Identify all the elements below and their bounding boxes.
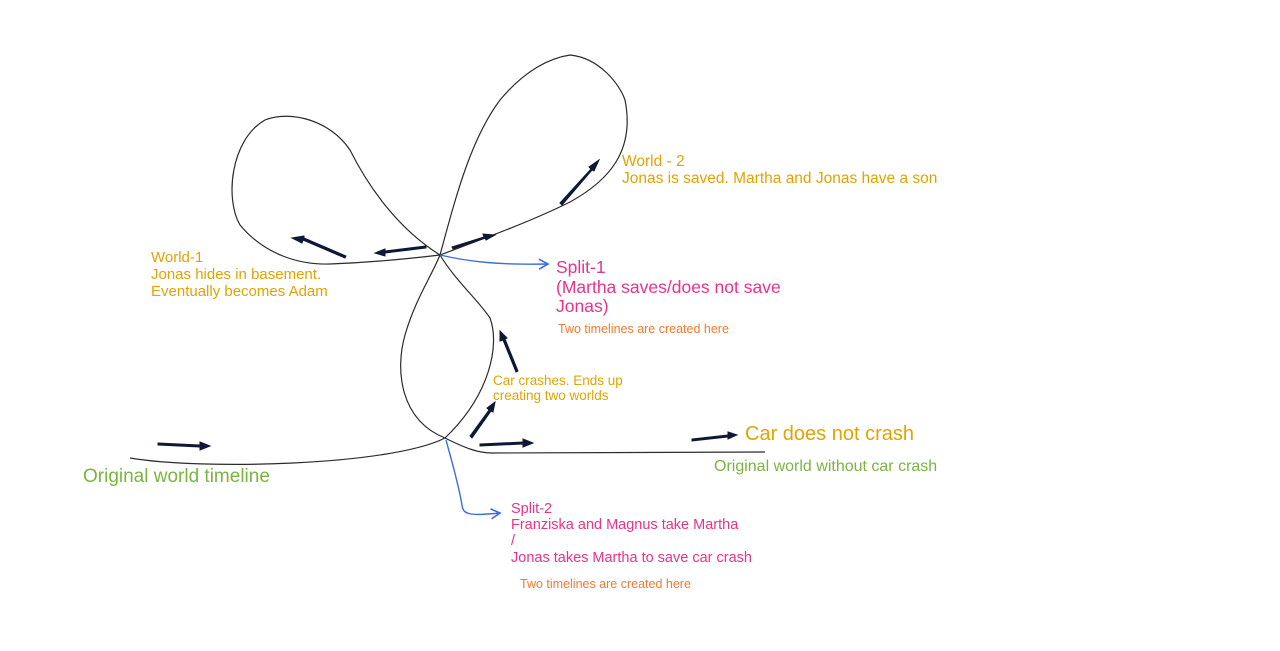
original-timeline-label: Original world timeline bbox=[83, 466, 270, 487]
original-timeline-curve bbox=[129, 437, 446, 465]
no-crash-title: Car does not crash bbox=[745, 423, 914, 445]
world1-line2: Eventually becomes Adam bbox=[151, 282, 328, 300]
world2-title: World - 2 bbox=[622, 153, 685, 170]
split2-line2: / bbox=[511, 533, 516, 550]
split2-line3: Jonas takes Martha to save car crash bbox=[511, 549, 752, 566]
arrow-crash-up-2 bbox=[499, 329, 519, 373]
car-crash-label: Car crashes. Ends up creating two worlds bbox=[493, 373, 623, 403]
world2-label: World - 2 Jonas is saved. Martha and Jon… bbox=[622, 153, 937, 188]
world1-line1: Jonas hides in basement. bbox=[151, 265, 322, 283]
no-crash-timeline bbox=[444, 437, 766, 454]
arrow-world2-right bbox=[451, 233, 497, 250]
split1-title: Split-1 bbox=[556, 257, 606, 277]
lower-loop-curve-right bbox=[439, 254, 495, 439]
split1-note: Two timelines are created here bbox=[558, 322, 729, 336]
split2-pointer bbox=[445, 439, 502, 520]
arrow-no-crash-1 bbox=[479, 438, 535, 448]
split2-line1: Franziska and Magnus take Martha bbox=[511, 517, 739, 534]
arrow-world1-left-1 bbox=[373, 245, 427, 257]
arrow-world1-left-2 bbox=[290, 235, 347, 259]
world1-loop-curve bbox=[231, 115, 441, 265]
lower-loop-curve bbox=[400, 254, 446, 439]
world2-loop-curve bbox=[439, 54, 628, 256]
split1-line1: (Martha saves/does not save bbox=[556, 276, 781, 297]
split1-line2: Jonas) bbox=[556, 296, 609, 317]
arrow-original bbox=[157, 441, 212, 451]
split2-note: Two timelines are created here bbox=[520, 577, 691, 591]
split2-label: Split-2 Franziska and Magnus take Martha… bbox=[511, 501, 752, 566]
split1-pointer bbox=[439, 254, 550, 270]
car-crash-line1: Car crashes. Ends up bbox=[493, 373, 623, 388]
split1-label: Split-1 (Martha saves/does not save Jona… bbox=[556, 257, 781, 317]
arrow-world2-up bbox=[559, 158, 601, 206]
arrow-no-crash-2 bbox=[691, 431, 739, 442]
world1-label: World-1 Jonas hides in basement. Eventua… bbox=[151, 249, 328, 300]
car-crash-line2: creating two worlds bbox=[493, 388, 609, 404]
world2-description: Jonas is saved. Martha and Jonas have a … bbox=[622, 170, 938, 188]
world1-title: World-1 bbox=[151, 249, 204, 266]
no-crash-description: Original world without car crash bbox=[714, 458, 938, 475]
split2-title: Split-2 bbox=[511, 501, 553, 517]
arrow-crash-up-1 bbox=[469, 400, 496, 439]
